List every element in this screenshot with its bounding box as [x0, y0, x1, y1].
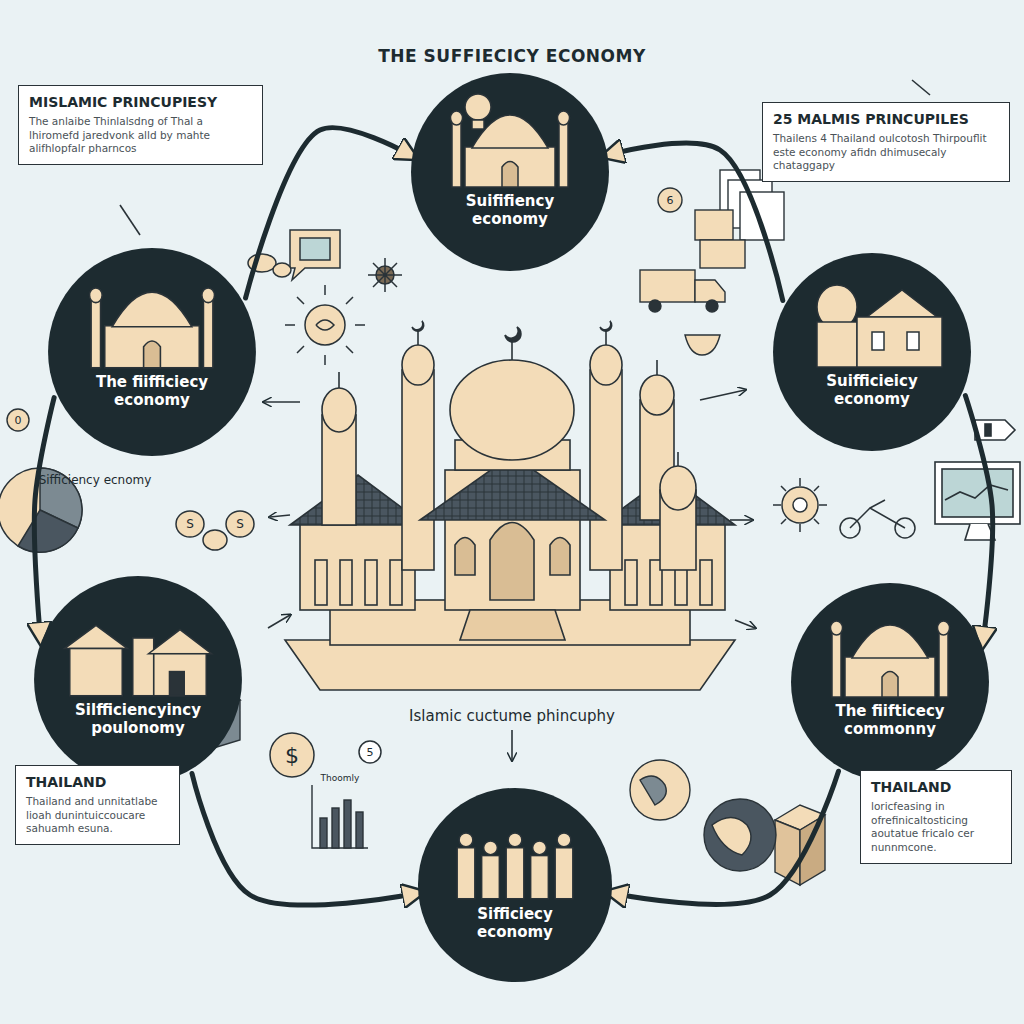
- circle-outline: [790, 582, 990, 782]
- economy-circle: Suififiency economy: [410, 72, 610, 272]
- node-heading: Silfficiencyincy poulonomy: [65, 701, 212, 737]
- circle-outline: [410, 72, 610, 272]
- cycle-arrow: [34, 398, 54, 635]
- text-panel: 25 MALMIS PRINCUPILES Thailens 4 Thailand…: [762, 102, 1010, 182]
- economy-circle: The fiifficiecy economy: [47, 247, 257, 457]
- node-body: The anlaibe Thinlalsdng of Thal a lhirom…: [29, 115, 252, 156]
- node-heading: THAILAND: [871, 779, 1001, 795]
- cycle-arrow: [965, 396, 992, 639]
- text-panel: MISLAMIC PRINCUPIESY The anlaibe Thinlals…: [18, 85, 263, 165]
- callout-number: 6: [667, 194, 674, 207]
- circle-icon: [65, 625, 212, 695]
- economy-circle: Sifficiecy economy: [417, 787, 613, 983]
- circle-shape: [34, 576, 242, 784]
- callout-number: 5: [367, 746, 374, 759]
- node-heading: The fiifticecy commonny: [820, 702, 960, 738]
- circle-icon: [457, 833, 573, 899]
- callout-number: 0: [15, 414, 22, 427]
- coin-symbol: $: [285, 743, 299, 768]
- node-heading: MISLAMIC PRINCUPIESY: [29, 94, 252, 110]
- economy-circle: Silfficiencyincy poulonomy: [33, 575, 243, 785]
- diagram-title: THE SUFFIECICY ECONOMY: [0, 46, 1024, 66]
- circle-shape: [48, 248, 256, 456]
- node-heading: THAILAND: [26, 774, 169, 790]
- chart-label: Thoomly: [321, 773, 360, 783]
- circle-icon: [817, 285, 942, 367]
- circle-shape: [411, 73, 609, 271]
- coin-symbol: S: [186, 517, 194, 531]
- text-panel: THAILAND loricfeasing in ofrefinicaltosti…: [860, 770, 1012, 864]
- cycle-arrow: [616, 771, 839, 904]
- economy-circle: The fiifticecy commonny: [790, 582, 990, 782]
- center-caption: Islamic cuctume phincuphy: [409, 707, 615, 725]
- economy-circle: Suifficieicy economy: [772, 252, 972, 452]
- circle-outline: [33, 575, 243, 785]
- circle-icon: [451, 94, 570, 187]
- node-heading: Sifficiecy economy: [446, 905, 583, 941]
- cycle-arrow: [246, 128, 409, 298]
- cycle-arrow: [611, 143, 782, 300]
- circle-shape: [418, 788, 612, 982]
- cycle-arrow: [192, 774, 414, 906]
- chart-label: Sifficiency ecnomy: [39, 473, 152, 487]
- circle-icon: [90, 288, 215, 368]
- circle-outline: [47, 247, 257, 457]
- circle-outline: [772, 252, 972, 452]
- node-heading: Suifficieicy economy: [802, 372, 942, 408]
- circle-shape: [791, 583, 989, 781]
- node-body: Thailand and unnitatlabe lioah dunintuic…: [26, 795, 169, 836]
- node-body: Thailens 4 Thailand oulcotosh Thirpoufli…: [773, 132, 999, 173]
- circle-icon: [831, 621, 950, 697]
- node-heading: Suififiency economy: [440, 192, 580, 228]
- circle-shape: [773, 253, 971, 451]
- node-body: loricfeasing in ofrefinicaltosticing aou…: [871, 800, 1001, 855]
- text-panel: THAILAND Thailand and unnitatlabe lioah d…: [15, 765, 180, 845]
- circle-outline: [417, 787, 613, 983]
- node-heading: 25 MALMIS PRINCUPILES: [773, 111, 999, 127]
- coin-symbol: S: [236, 517, 244, 531]
- node-heading: The fiifficiecy economy: [79, 373, 226, 409]
